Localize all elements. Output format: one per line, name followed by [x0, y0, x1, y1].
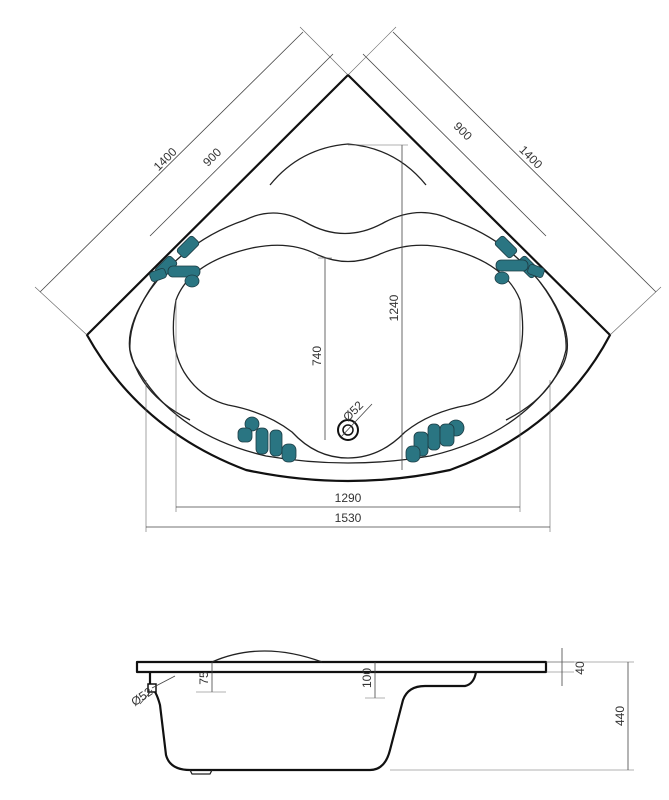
tub-body-profile	[148, 671, 478, 772]
jet-body	[255, 427, 269, 455]
jet-body	[269, 429, 283, 457]
jets-bottom-right	[405, 419, 465, 463]
jet-body	[237, 427, 253, 443]
dim-label-75: 75	[197, 671, 211, 685]
jets-top-left	[149, 235, 201, 288]
left-seat-curve	[129, 281, 191, 421]
jet-body	[495, 259, 529, 272]
tub-basin-outline	[172, 244, 524, 459]
jets-top-right	[494, 235, 545, 285]
jet-nozzle	[494, 271, 510, 285]
jet-arm	[527, 264, 545, 278]
tub-foot	[189, 769, 213, 775]
dim-label-right-1400: 1400	[516, 143, 545, 172]
jet-arm	[494, 235, 518, 259]
dimension-right-1400: 1400	[347, 26, 662, 336]
dim-label-1240: 1240	[387, 294, 401, 321]
dimension-75: 75	[196, 662, 226, 693]
tub-outer-outline	[85, 73, 612, 483]
dimension-440: 440	[390, 661, 634, 771]
dimension-left-900: 900	[149, 53, 334, 237]
dim-label-440: 440	[613, 706, 627, 726]
dim-label-100: 100	[360, 668, 374, 688]
dimension-40: 40	[546, 648, 587, 686]
dimension-horizontal-1530: 1530	[145, 380, 551, 532]
backrest-arc	[269, 143, 427, 186]
jet-nozzle	[184, 274, 200, 288]
dim-label-left-1400: 1400	[151, 145, 180, 174]
jet-body	[281, 443, 297, 463]
dim-label-740: 740	[310, 346, 324, 366]
dim-label-right-900: 900	[451, 119, 475, 143]
right-seat-curve	[505, 281, 567, 421]
top-view: 1400 900 900 1400 1240 740	[34, 26, 662, 532]
side-drain-leader-2	[139, 689, 153, 705]
backrest-profile	[211, 650, 323, 663]
side-drain-leader	[151, 675, 176, 689]
jet-arm	[149, 268, 167, 282]
tub-rim	[135, 660, 548, 674]
jet-body	[167, 265, 201, 278]
dim-label-1530: 1530	[335, 511, 362, 525]
side-view: Ø52 75 100 40 440	[128, 648, 634, 775]
jet-body	[405, 445, 421, 463]
dimension-horizontal-1290: 1290	[175, 300, 521, 512]
jet-body	[439, 423, 455, 447]
dimension-vertical-740: 740	[310, 257, 332, 440]
jet-arm	[176, 235, 200, 259]
dimension-100: 100	[360, 662, 385, 699]
dim-label-1290: 1290	[335, 491, 362, 505]
dimension-vertical-1240: 1240	[348, 144, 408, 470]
dimension-left-1400: 1400	[34, 26, 349, 336]
dim-label-40: 40	[573, 661, 587, 675]
jet-body	[427, 423, 441, 451]
drain-leader	[339, 403, 373, 439]
jets-bottom-left	[237, 416, 297, 463]
